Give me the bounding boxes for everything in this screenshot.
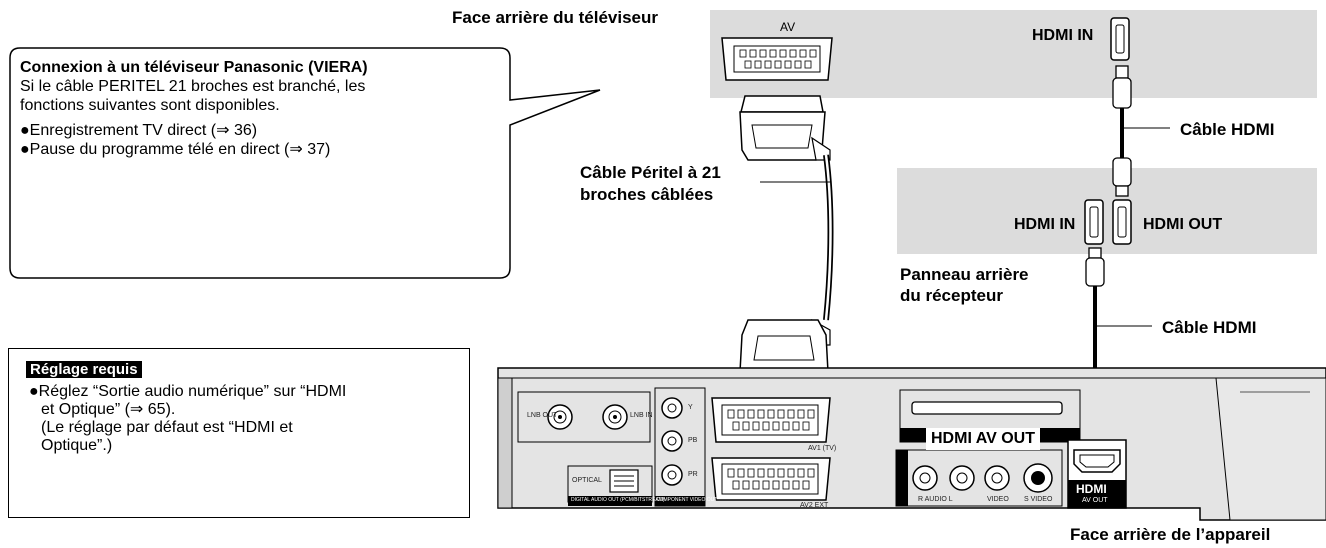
av2-mark: AV2 EXT xyxy=(800,502,829,509)
callout-bubble xyxy=(9,47,601,279)
hdmi-plug-receiver-top xyxy=(1112,157,1132,197)
receiver-rear-panel xyxy=(897,168,1317,254)
lnb-section xyxy=(517,391,651,443)
peritel-cable-label-2: broches câblées xyxy=(580,185,714,204)
av1-scart-socket xyxy=(711,397,831,443)
av2-scart-socket xyxy=(711,457,831,501)
callout-text: Connexion à un téléviseur Panasonic (VIE… xyxy=(20,58,490,159)
callout-line-2: fonctions suivantes sont disponibles. xyxy=(20,97,280,114)
lnb-out-mark: LNB OUT xyxy=(527,412,558,419)
settings-line-3: (Le réglage par défaut est “HDMI et xyxy=(41,419,293,436)
tv-hdmi-in-port xyxy=(1110,17,1130,61)
pr-mark: PR xyxy=(688,471,698,478)
component-jacks xyxy=(654,387,706,507)
hdmi-plug-tv-side xyxy=(1112,65,1132,109)
receiver-hdmi-out-port xyxy=(1112,199,1132,245)
component-mark: COMPONENT VIDEO OUT xyxy=(656,497,718,503)
receiver-hdmi-in-port xyxy=(1084,199,1104,245)
callout-line-1: Si le câble PERITEL 21 broches est branc… xyxy=(20,78,366,95)
hdmi-cable-bottom-label: Câble HDMI xyxy=(1162,318,1257,337)
hdmi-cable-top-label: Câble HDMI xyxy=(1180,120,1275,139)
peritel-cable-label-1: Câble Péritel à 21 xyxy=(580,163,721,182)
receiver-hdmi-in-label: HDMI IN xyxy=(1014,216,1076,233)
s-video-mark: S VIDEO xyxy=(1024,496,1053,503)
pb-mark: PB xyxy=(688,437,698,444)
callout-item-2: ●Pause du programme télé en direct (⇒ 37… xyxy=(20,141,331,158)
receiver-panel-label-2: du récepteur xyxy=(900,286,1003,305)
settings-line-1: ●Réglez “Sortie audio numérique” sur “HD… xyxy=(29,383,347,400)
tv-scart-pins xyxy=(739,49,817,69)
av-output-jacks xyxy=(895,449,1063,507)
tv-scart-socket xyxy=(721,37,833,81)
receiver-panel-label-1: Panneau arrière xyxy=(900,265,1029,284)
tv-av-label: AV xyxy=(780,20,796,34)
callout-item-1: ●Enregistrement TV direct (⇒ 36) xyxy=(20,122,258,139)
av-out-mark: AV OUT xyxy=(1082,497,1108,504)
scart-plug-lower xyxy=(739,318,831,373)
optical-section xyxy=(567,465,653,506)
device-hdmi-av-out-port xyxy=(1067,439,1127,509)
digital-audio-mark: DIGITAL AUDIO OUT (PCM/BITSTREAM) xyxy=(571,497,665,503)
lnb-in-mark: LNB IN xyxy=(630,412,653,419)
settings-header: Réglage requis xyxy=(26,361,142,378)
hdmi-logo: HDMI xyxy=(1076,482,1107,496)
device-rear-label: Face arrière de l’appareil xyxy=(1070,525,1271,544)
scart-plug-upper xyxy=(739,95,831,161)
video-mark: VIDEO xyxy=(987,496,1009,503)
settings-line-2: et Optique” (⇒ 65). xyxy=(41,401,176,418)
hdmi-av-out-label: HDMI AV OUT xyxy=(926,428,1040,450)
tv-hdmi-in-label: HDMI IN xyxy=(1032,27,1094,44)
settings-box: Réglage requis ●Réglez “Sortie audio num… xyxy=(8,348,470,518)
settings-line-4: Optique”.) xyxy=(41,437,113,454)
settings-body: ●Réglez “Sortie audio numérique” sur “HD… xyxy=(29,383,459,455)
tv-rear-label: Face arrière du téléviseur xyxy=(452,8,659,27)
y-mark: Y xyxy=(688,404,693,411)
hdmi-plug-receiver-in xyxy=(1085,247,1105,287)
r-audio-l-mark: R AUDIO L xyxy=(918,496,953,503)
av1-mark: AV1 (TV) xyxy=(808,445,837,452)
optical-mark: OPTICAL xyxy=(572,477,602,484)
receiver-hdmi-out-label: HDMI OUT xyxy=(1143,216,1223,233)
callout-title: Connexion à un téléviseur Panasonic (VIE… xyxy=(20,59,368,76)
